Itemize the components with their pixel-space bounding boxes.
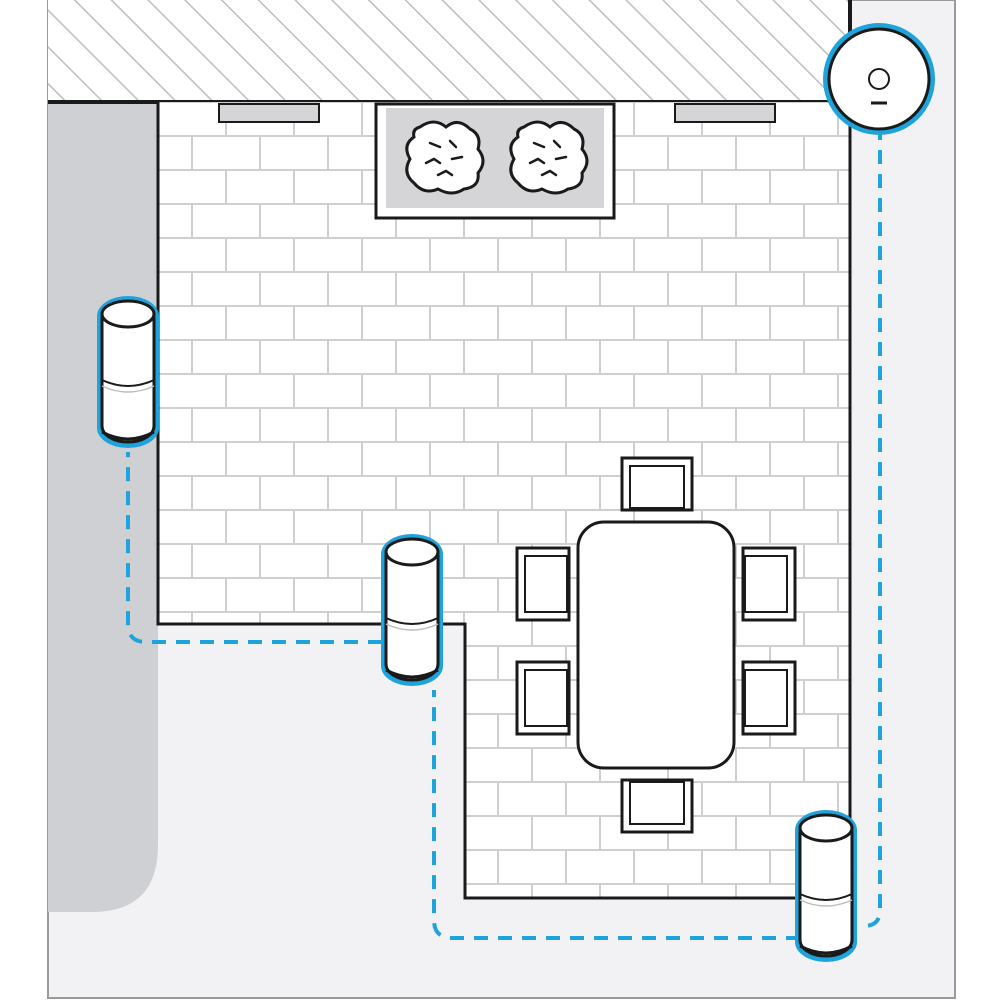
mesh-node-speaker-icon: [795, 810, 857, 962]
mesh-node-speaker-icon: [97, 296, 159, 448]
link-corner-speaker-to-center-speaker: [432, 690, 800, 940]
patio-outline: [156, 102, 852, 900]
link-router-to-corner-speaker: [863, 126, 882, 928]
planter: [374, 102, 616, 220]
router-status-light-icon: [868, 68, 890, 90]
link-center-speaker-to-left-speaker: [126, 452, 382, 644]
wall-light-icon: [218, 103, 320, 123]
chair-icon: [741, 660, 797, 736]
chair-icon: [741, 546, 797, 622]
chair-icon: [620, 456, 694, 512]
dining-table-icon: [576, 520, 736, 770]
shrub-icon: [509, 120, 589, 195]
network-links: [126, 126, 882, 940]
shrub-icon: [405, 120, 485, 195]
dining-set: [515, 456, 797, 834]
wall-light-icon: [674, 103, 776, 123]
chair-icon: [515, 660, 571, 736]
house-wall: [48, 0, 850, 102]
chair-icon: [620, 778, 694, 834]
wifi-router-icon: [823, 23, 935, 135]
chair-icon: [515, 546, 571, 622]
lawn-strip: [48, 102, 158, 912]
mesh-node-speaker-icon: [381, 534, 443, 686]
